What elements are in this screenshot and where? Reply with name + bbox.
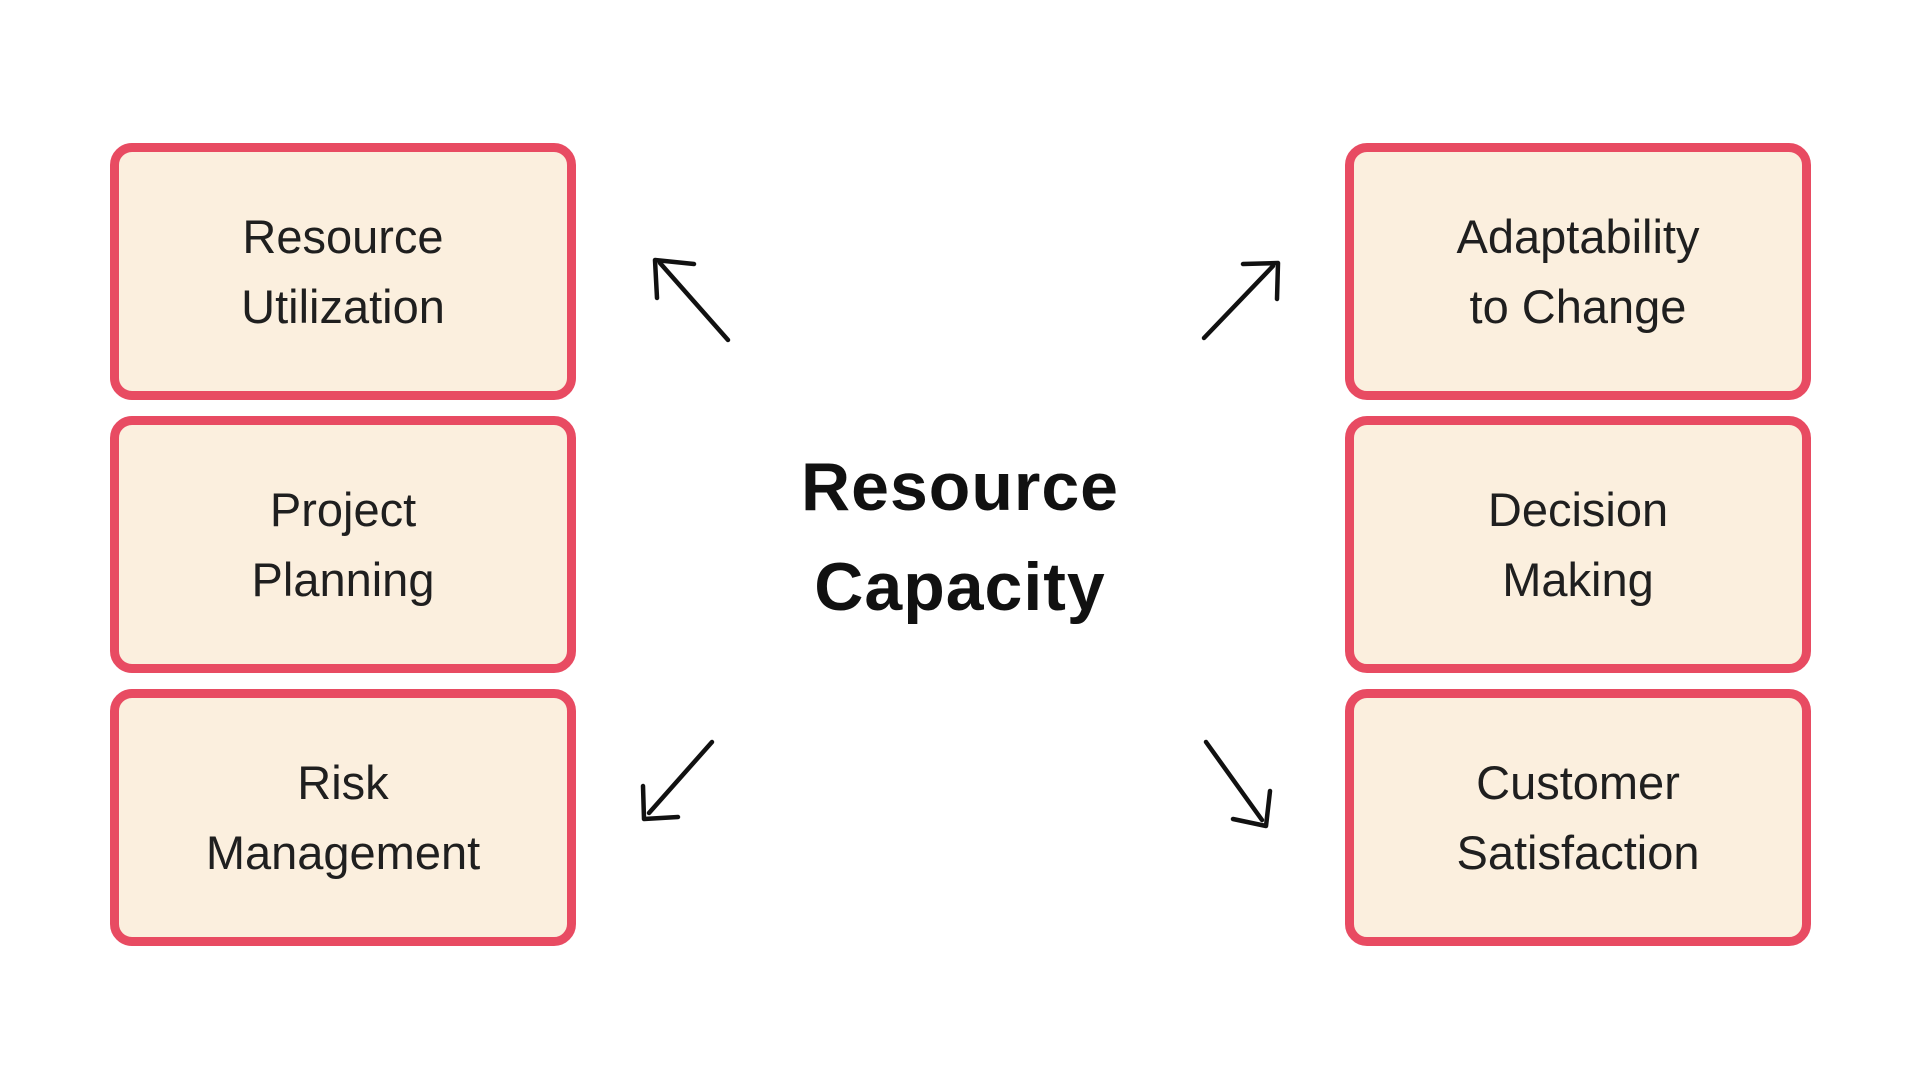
node-label-line: Management xyxy=(205,825,481,879)
node-customer-satisfaction: Customer Satisfaction xyxy=(1345,689,1811,946)
left-node-column: Resource Utilization Project Planning Ri… xyxy=(110,143,576,946)
node-label-line: to Change xyxy=(1469,279,1687,333)
arrow-up-left-icon xyxy=(652,257,731,343)
node-risk-management: Risk Management xyxy=(110,689,576,946)
node-project-planning: Project Planning xyxy=(110,416,576,673)
node-label-line: Satisfaction xyxy=(1456,825,1700,879)
arrow-down-left-icon xyxy=(640,739,715,822)
diagram-title-line: Resource xyxy=(801,449,1119,525)
diagram-title-line: Capacity xyxy=(814,549,1106,625)
node-label-line: Utilization xyxy=(241,279,445,333)
node-label-line: Customer xyxy=(1476,755,1680,809)
node-label-line: Risk xyxy=(297,755,389,809)
arrow-up-right-icon xyxy=(1201,260,1281,341)
node-label-line: Planning xyxy=(251,552,435,606)
right-node-column: Adaptability to Change Decision Making C… xyxy=(1345,143,1811,946)
node-label-line: Resource xyxy=(242,209,444,263)
node-label-line: Project xyxy=(269,482,417,536)
node-resource-utilization: Resource Utilization xyxy=(110,143,576,400)
diagram-title: Resource Capacity xyxy=(0,437,1920,637)
node-label-line: Making xyxy=(1502,552,1654,606)
node-label-line: Adaptability xyxy=(1456,209,1700,263)
node-decision-making: Decision Making xyxy=(1345,416,1811,673)
node-adaptability-to-change: Adaptability to Change xyxy=(1345,143,1811,400)
arrow-down-right-icon xyxy=(1203,739,1273,829)
node-label-line: Decision xyxy=(1487,482,1669,536)
